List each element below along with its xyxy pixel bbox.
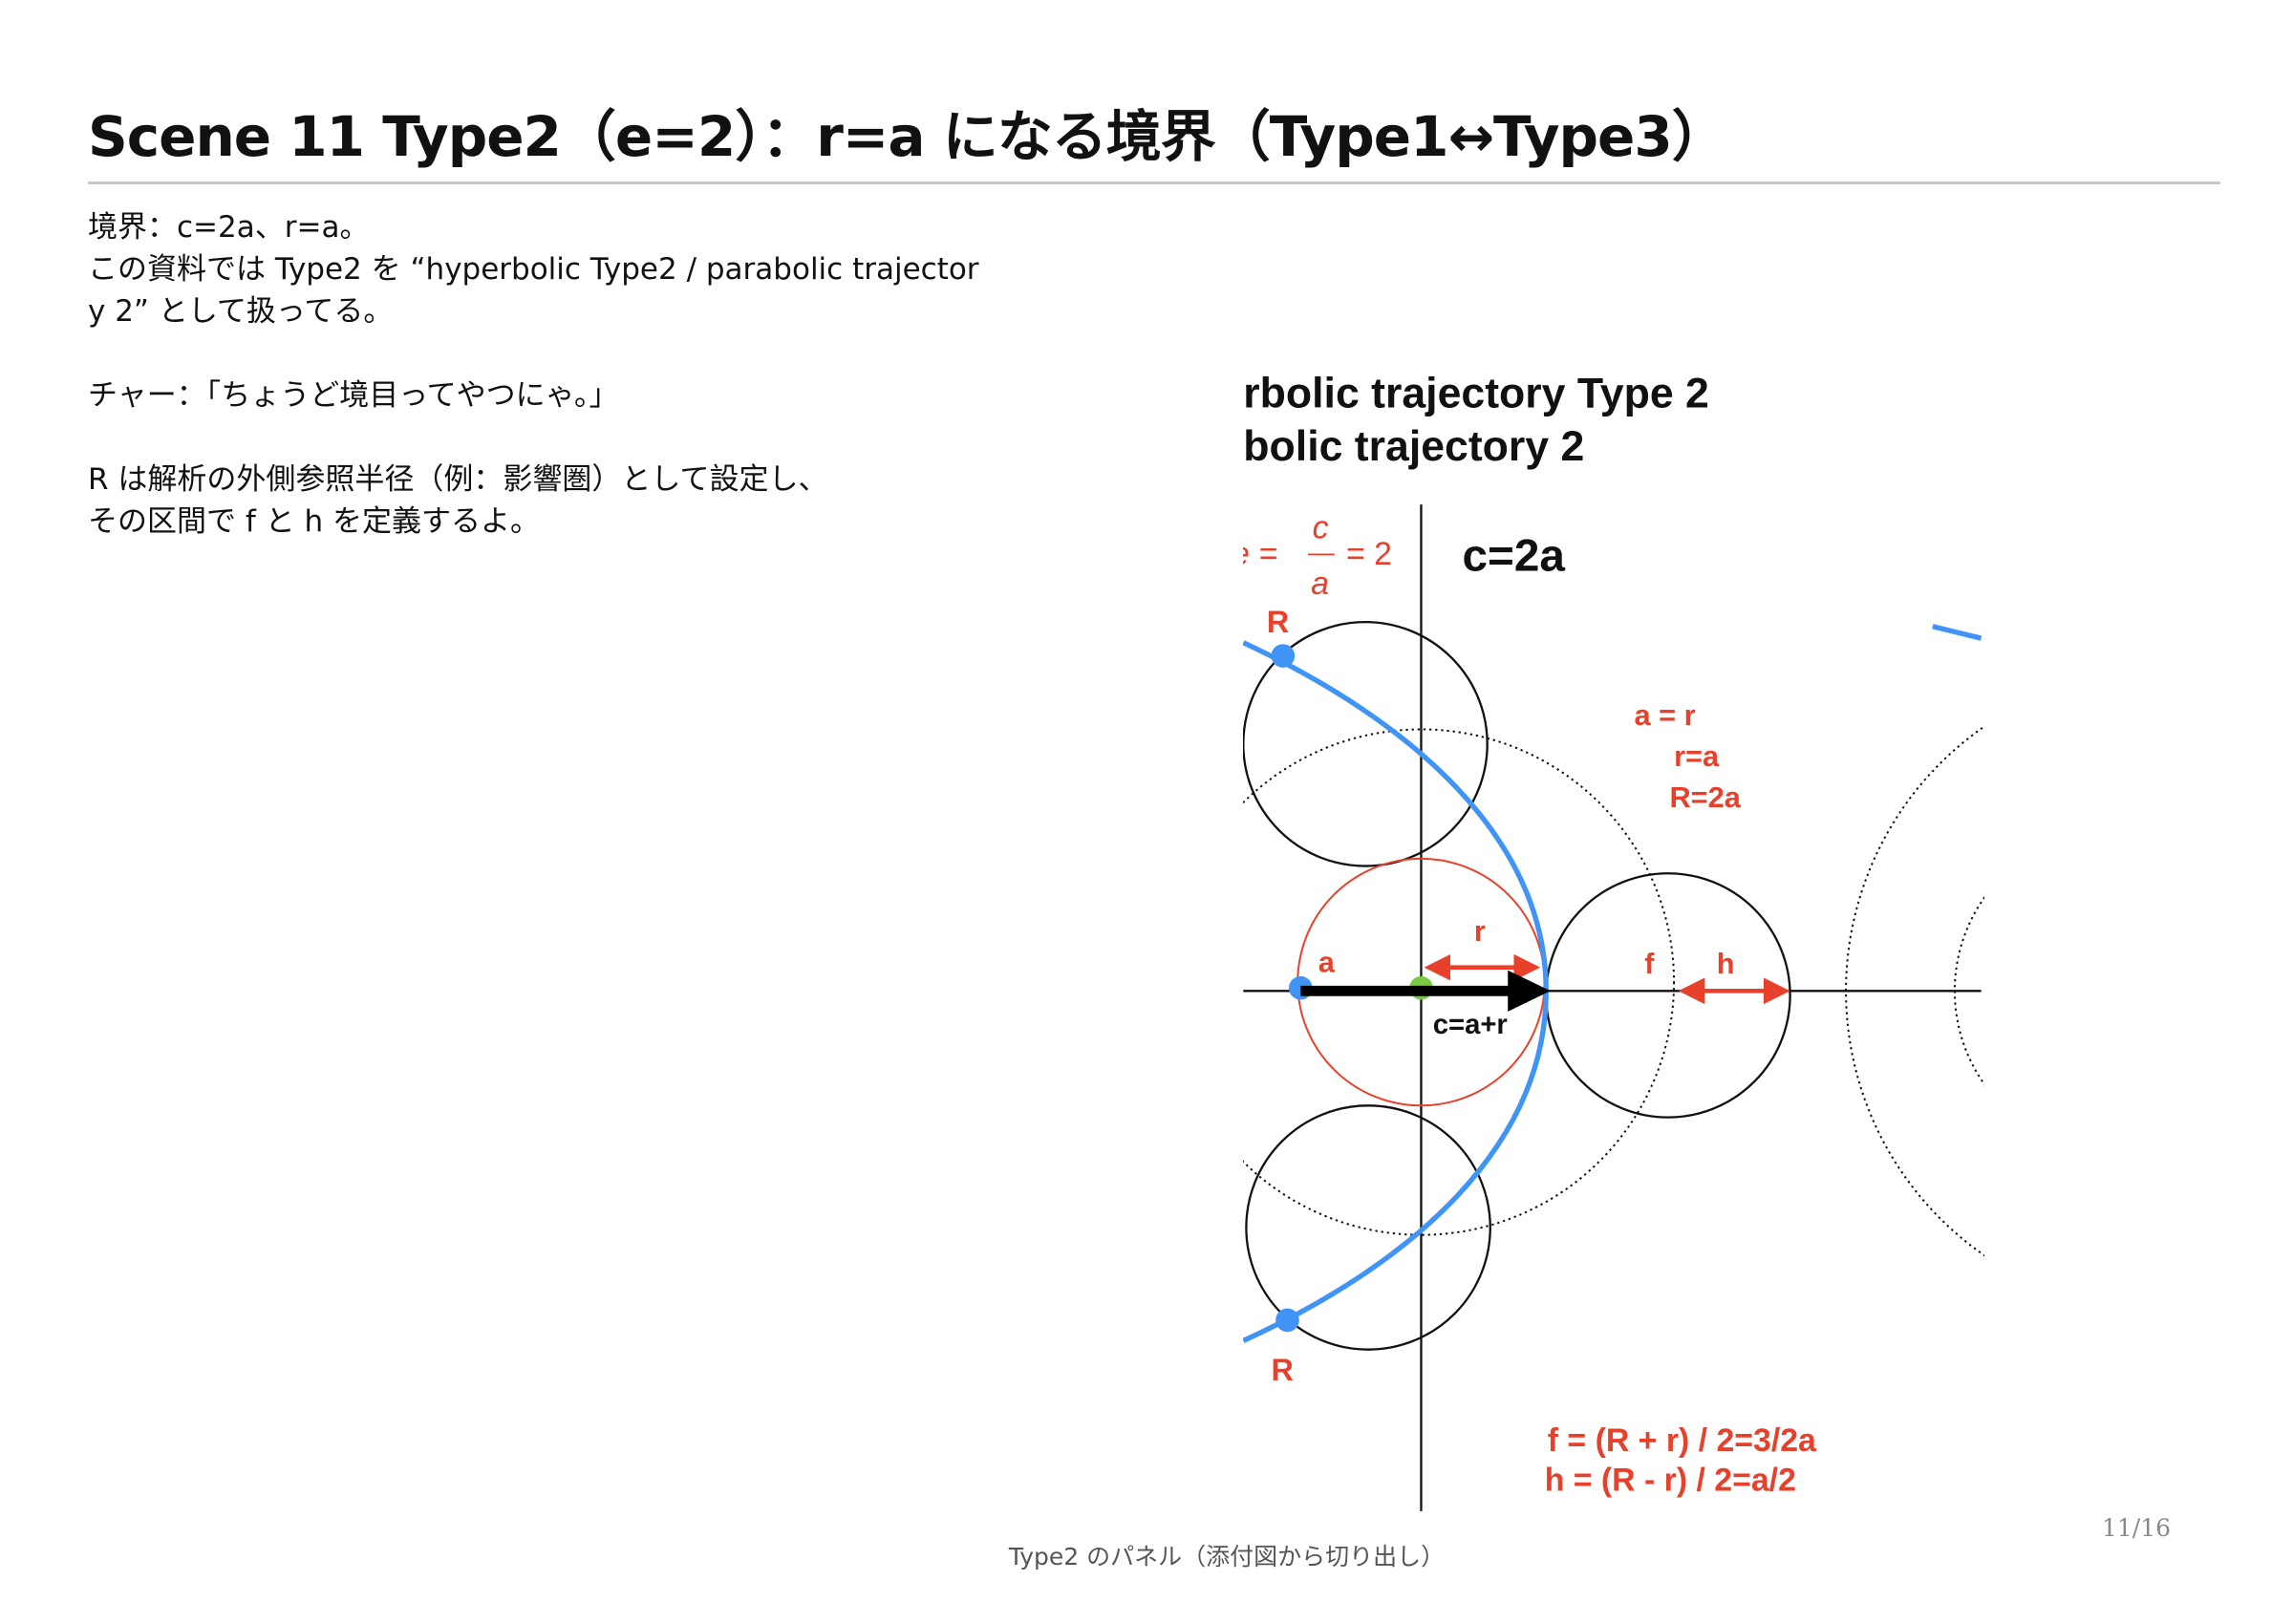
eq-e: e = bbox=[1243, 536, 1277, 572]
label-f: f bbox=[1644, 947, 1655, 980]
top-circle bbox=[1243, 621, 1489, 867]
label-R-bottom: R bbox=[1272, 1353, 1294, 1387]
label-R-eq-2a: R=2a bbox=[1669, 780, 1741, 814]
label-r-eq-a: r=a bbox=[1674, 739, 1720, 773]
eq-numerator: c bbox=[1313, 509, 1329, 545]
bottom-circle bbox=[1245, 1104, 1491, 1351]
dotted-arc-inner bbox=[1953, 895, 1984, 1086]
label-a: a bbox=[1318, 945, 1336, 978]
figure-caption: Type2 のパネル（添付図から切り出し） bbox=[1008, 1543, 1446, 1571]
eq-value: = 2 bbox=[1346, 536, 1392, 572]
label-R-top: R bbox=[1267, 605, 1289, 639]
point-R-top bbox=[1271, 644, 1296, 668]
body-line: 境界：c=2a、r=a。 bbox=[88, 210, 370, 245]
figure-heading-2: bolic trajectory 2 bbox=[1243, 423, 1584, 470]
body-line: チャー：「ちょうど境目ってやつにゃ。」 bbox=[88, 378, 619, 413]
body-text: 境界：c=2a、r=a。 この資料では Type2 を “hyperbolic … bbox=[88, 206, 1043, 543]
body-line: y 2” として扱ってる。 bbox=[88, 294, 394, 329]
label-c-sum: c=a+r bbox=[1433, 1010, 1508, 1040]
body-line: R は解析の外側参照半径（例：影響圏）として設定し、 bbox=[88, 462, 828, 497]
eq-denominator: a bbox=[1311, 566, 1329, 602]
dotted-circle-R bbox=[1243, 728, 1675, 1236]
body-line: この資料では Type2 を “hyperbolic Type2 / parab… bbox=[88, 252, 979, 287]
formula-f: f = (R + r) / 2=3/2a bbox=[1548, 1422, 1817, 1459]
type2-diagram: rbolic trajectory Type 2 bolic trajector… bbox=[1243, 368, 1984, 1514]
page-title: Scene 11 Type2（e=2）：r=a になる境界（Type1↔Type… bbox=[88, 104, 1727, 169]
eccentricity-equation: e = c a = 2 bbox=[1243, 509, 1392, 601]
figure-heading-1: rbolic trajectory Type 2 bbox=[1243, 371, 1709, 417]
c-arrow-head bbox=[1508, 970, 1551, 1012]
c-equals-2a-label: c=2a bbox=[1463, 530, 1566, 581]
label-h: h bbox=[1717, 947, 1735, 980]
title-divider bbox=[88, 182, 2220, 184]
right-circle bbox=[1545, 872, 1791, 1119]
body-line: その区間で f と h を定義するよ。 bbox=[88, 504, 540, 539]
page-number: 11/16 bbox=[2102, 1514, 2172, 1542]
hyperbola-other-branch bbox=[1932, 624, 1982, 641]
label-r: r bbox=[1474, 914, 1486, 948]
formula-h: h = (R - r) / 2=a/2 bbox=[1545, 1462, 1796, 1498]
point-R-bottom bbox=[1275, 1308, 1299, 1333]
label-a-eq-r: a = r bbox=[1635, 698, 1696, 732]
